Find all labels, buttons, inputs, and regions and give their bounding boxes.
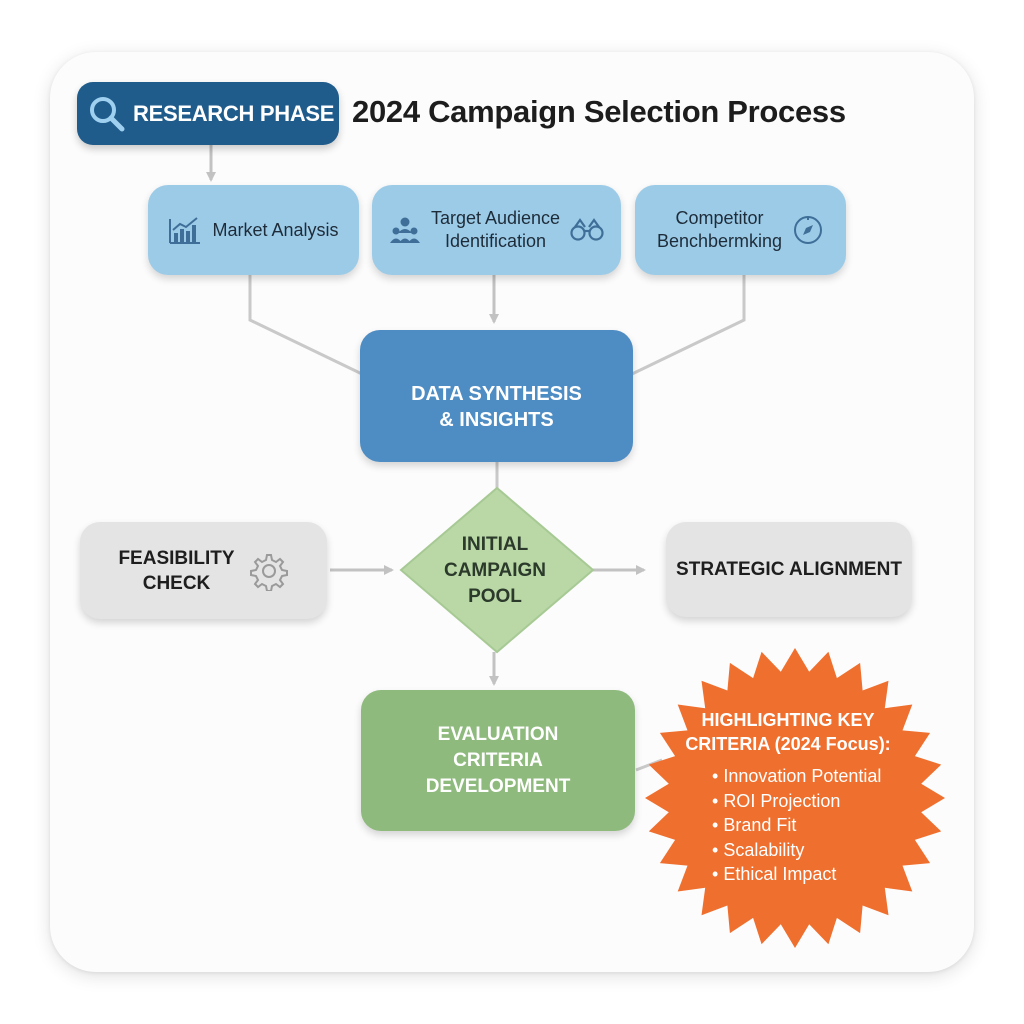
page-title: 2024 Campaign Selection Process xyxy=(352,94,846,129)
evaluation-line-1: EVALUATION xyxy=(437,723,559,745)
initial-campaign-pool-label: INITIAL CAMPAIGN POOL xyxy=(420,532,570,610)
data-synthesis-box: DATA SYNTHESIS & INSIGHTS xyxy=(360,330,633,462)
competitor-line-2: Benchbermking xyxy=(656,231,783,251)
highlight-item: Innovation Potential xyxy=(712,764,908,789)
strategic-alignment-box: STRATEGIC ALIGNMENT xyxy=(666,522,912,617)
research-phase-badge: RESEARCH PHASE xyxy=(77,82,339,145)
highlight-callout: HIGHLIGHTING KEY CRITERIA (2024 Focus): … xyxy=(668,708,908,887)
bar-chart-icon xyxy=(169,217,201,244)
highlight-item: ROI Projection xyxy=(712,789,908,814)
highlight-item: Ethical Impact xyxy=(712,862,908,887)
market-analysis-box: Market Analysis xyxy=(148,185,359,275)
highlight-item: Brand Fit xyxy=(712,813,908,838)
highlight-item: Scalability xyxy=(712,838,908,863)
feasibility-line-1: FEASIBILITY xyxy=(118,547,235,569)
competitor-box: Competitor Benchbermking xyxy=(635,185,846,275)
pool-line-2: CAMPAIGN xyxy=(443,560,547,581)
people-icon xyxy=(389,217,420,243)
data-synthesis-line-1: DATA SYNTHESIS xyxy=(411,383,582,405)
target-audience-box: Target Audience Identification xyxy=(372,185,621,275)
data-synthesis-line-2: & INSIGHTS xyxy=(439,409,554,431)
market-analysis-label: Market Analysis xyxy=(212,219,339,240)
feasibility-line-2: CHECK xyxy=(142,572,211,594)
evaluation-line-2: CRITERIA xyxy=(453,749,543,771)
feasibility-check-box: FEASIBILITY CHECK xyxy=(80,522,327,619)
highlight-list: Innovation Potential ROI Projection Bran… xyxy=(668,764,908,887)
highlight-heading: HIGHLIGHTING KEY CRITERIA (2024 Focus): xyxy=(668,708,908,756)
highlight-heading-line-2: CRITERIA (2024 Focus): xyxy=(685,734,891,754)
strategic-alignment-label: STRATEGIC ALIGNMENT xyxy=(676,559,902,580)
pool-line-1: INITIAL xyxy=(461,534,529,555)
pool-line-3: POOL xyxy=(468,586,522,607)
competitor-line-1: Competitor xyxy=(675,208,764,228)
gear-icon xyxy=(249,553,288,591)
compass-icon xyxy=(794,216,823,244)
evaluation-line-3: DEVELOPMENT xyxy=(425,775,571,797)
target-audience-line-2: Identification xyxy=(444,231,547,251)
binoculars-icon xyxy=(570,218,604,241)
highlight-heading-line-1: HIGHLIGHTING KEY xyxy=(701,710,875,730)
evaluation-criteria-box: EVALUATION CRITERIA DEVELOPMENT xyxy=(361,690,635,831)
search-icon xyxy=(90,96,125,131)
research-phase-label: RESEARCH PHASE xyxy=(133,100,335,126)
target-audience-line-1: Target Audience xyxy=(430,208,561,228)
